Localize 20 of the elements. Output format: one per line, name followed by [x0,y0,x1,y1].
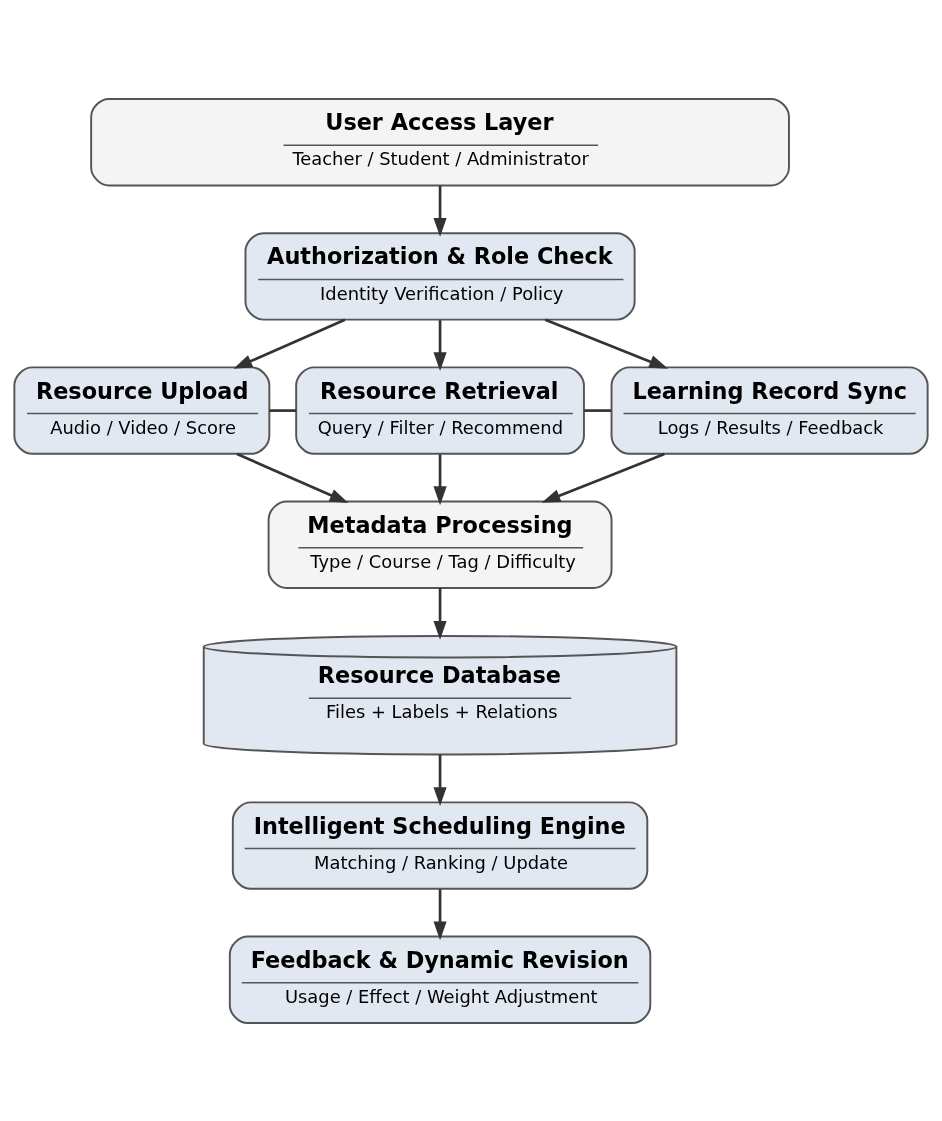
arrow [433,888,447,940]
arrow [544,318,669,369]
node-box: Metadata Processing Type / Course / Tag / Difficulty [267,500,613,589]
node-box: Resource Upload Audio / Video / Score [13,365,271,455]
arrow [433,319,447,371]
connector [584,408,611,412]
arrow [433,754,447,806]
arrow [233,318,346,369]
connector [269,408,297,412]
arrow [236,452,349,503]
node-box: Intelligent Scheduling Engine Matching / Ranking / Update [231,800,649,890]
arrow [433,453,447,505]
arrow [541,452,665,503]
node-box: Resource Retrieval Query / Filter / Recommend [295,365,585,455]
node-box: User Access Layer Teacher / Student / Administrator [90,97,790,186]
arrow [433,185,447,237]
arrow [433,587,447,640]
node-box: Learning Record Sync Logs / Results / Feedback [610,365,929,455]
node-box: Feedback & Dynamic Revision Usage / Effect / Weight Adjustment [228,935,652,1024]
node-box: Authorization & Role Check Identity Verification / Policy [244,231,636,321]
